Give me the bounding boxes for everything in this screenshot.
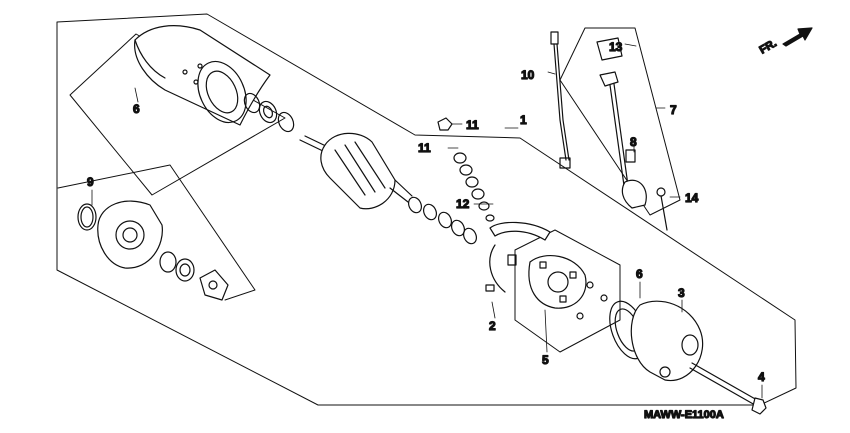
callout-1: 1	[520, 113, 527, 127]
brush-plate	[485, 221, 551, 293]
nut-washer-stack	[437, 117, 495, 222]
callout-9: 13	[609, 40, 623, 54]
callout-2: 2	[489, 319, 496, 333]
fr-arrow-icon	[782, 27, 813, 47]
motor-case	[134, 25, 271, 126]
leader-lines	[91, 43, 763, 399]
armature	[299, 132, 413, 210]
callout-10: 10	[521, 68, 535, 82]
outline-brush-box	[514, 229, 621, 353]
callout-8: 8	[630, 135, 637, 149]
case-washers	[243, 92, 295, 133]
callout-11-lower: 11	[418, 141, 431, 155]
fr-label: FR.	[758, 37, 779, 56]
front-cover	[77, 200, 163, 269]
assembly-outline	[56, 13, 797, 406]
rear-cover	[609, 300, 704, 382]
callout-11-upper: 11	[466, 118, 479, 132]
callout-4: 4	[758, 370, 765, 384]
callout-12: 9	[87, 175, 94, 189]
front-direction-indicator: FR.	[757, 27, 813, 57]
outline-inner-lower	[57, 164, 256, 301]
terminal-lead	[550, 31, 571, 169]
callout-6-lower: 6	[636, 267, 643, 281]
outline-inner-upper	[69, 33, 286, 196]
outline-sub-assembly-7	[559, 27, 681, 216]
callout-13: 12	[456, 197, 470, 211]
callout-6-upper: 6	[133, 102, 140, 116]
callout-7: 7	[670, 103, 677, 117]
callout-14: 14	[685, 191, 699, 205]
armature-washers	[407, 196, 478, 245]
callout-3: 3	[678, 286, 685, 300]
terminal-assy	[596, 37, 668, 231]
diagram-code: MAWW-E1100A	[644, 409, 724, 421]
front-bearing	[159, 251, 229, 301]
callout-5: 5	[542, 353, 549, 367]
brush-holder	[528, 254, 608, 320]
through-bolt	[689, 362, 767, 415]
